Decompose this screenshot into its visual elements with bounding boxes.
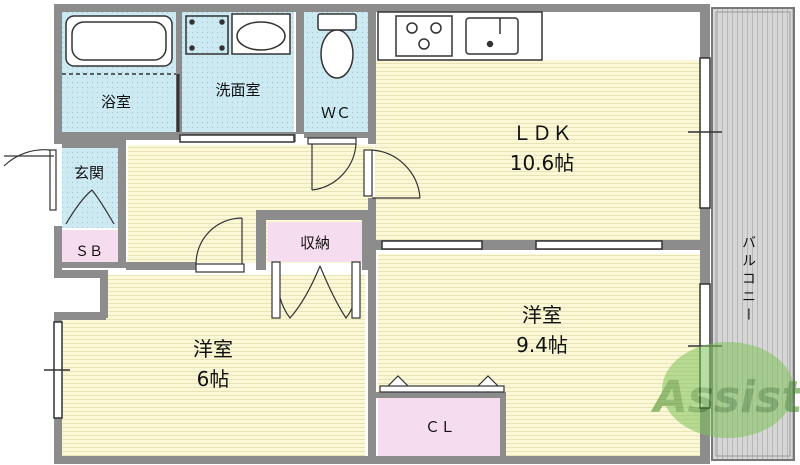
cl-label: ＣＬ bbox=[425, 418, 455, 436]
washing-machine-icon bbox=[185, 15, 229, 55]
watermark-logo: Assist bbox=[651, 342, 800, 438]
western-room-left-floor bbox=[60, 275, 365, 458]
floors bbox=[60, 12, 701, 458]
ldk-floor bbox=[375, 60, 701, 242]
toilet-icon bbox=[317, 13, 357, 79]
stove-icon bbox=[395, 15, 453, 57]
sb-floor bbox=[62, 230, 118, 264]
entrance-label: 玄関 bbox=[74, 164, 104, 182]
ldk-size: 10.6帖 bbox=[510, 151, 575, 175]
wc-label: ＷＣ bbox=[321, 104, 351, 122]
western-room-left-label: 洋室 bbox=[193, 337, 233, 361]
washroom-label: 洗面室 bbox=[215, 81, 260, 99]
western-room-left-size: 6帖 bbox=[197, 367, 230, 391]
watermark-text: Assist bbox=[651, 372, 800, 423]
bath-label: 浴室 bbox=[101, 93, 131, 111]
washbasin-icon bbox=[231, 13, 291, 55]
cl-floor bbox=[378, 398, 500, 456]
room-labels: 浴室 洗面室 ＷＣ ＬＤＫ 10.6帖 玄関 ＳＢ 収納 洋室 6帖 洋室 9.… bbox=[74, 81, 574, 436]
kitchen-counter bbox=[377, 11, 543, 61]
western-room-right-label: 洋室 bbox=[522, 303, 562, 327]
storage-floor bbox=[268, 222, 364, 262]
doors bbox=[3, 74, 505, 393]
bathtub-icon bbox=[62, 15, 176, 75]
storage-label: 収納 bbox=[300, 234, 330, 252]
sink-icon bbox=[465, 17, 519, 55]
balcony-label: バルコニー bbox=[740, 235, 756, 325]
ldk-label: ＬＤＫ bbox=[512, 121, 572, 145]
western-room-right-size: 9.4帖 bbox=[516, 333, 568, 357]
sb-label: ＳＢ bbox=[75, 244, 103, 260]
